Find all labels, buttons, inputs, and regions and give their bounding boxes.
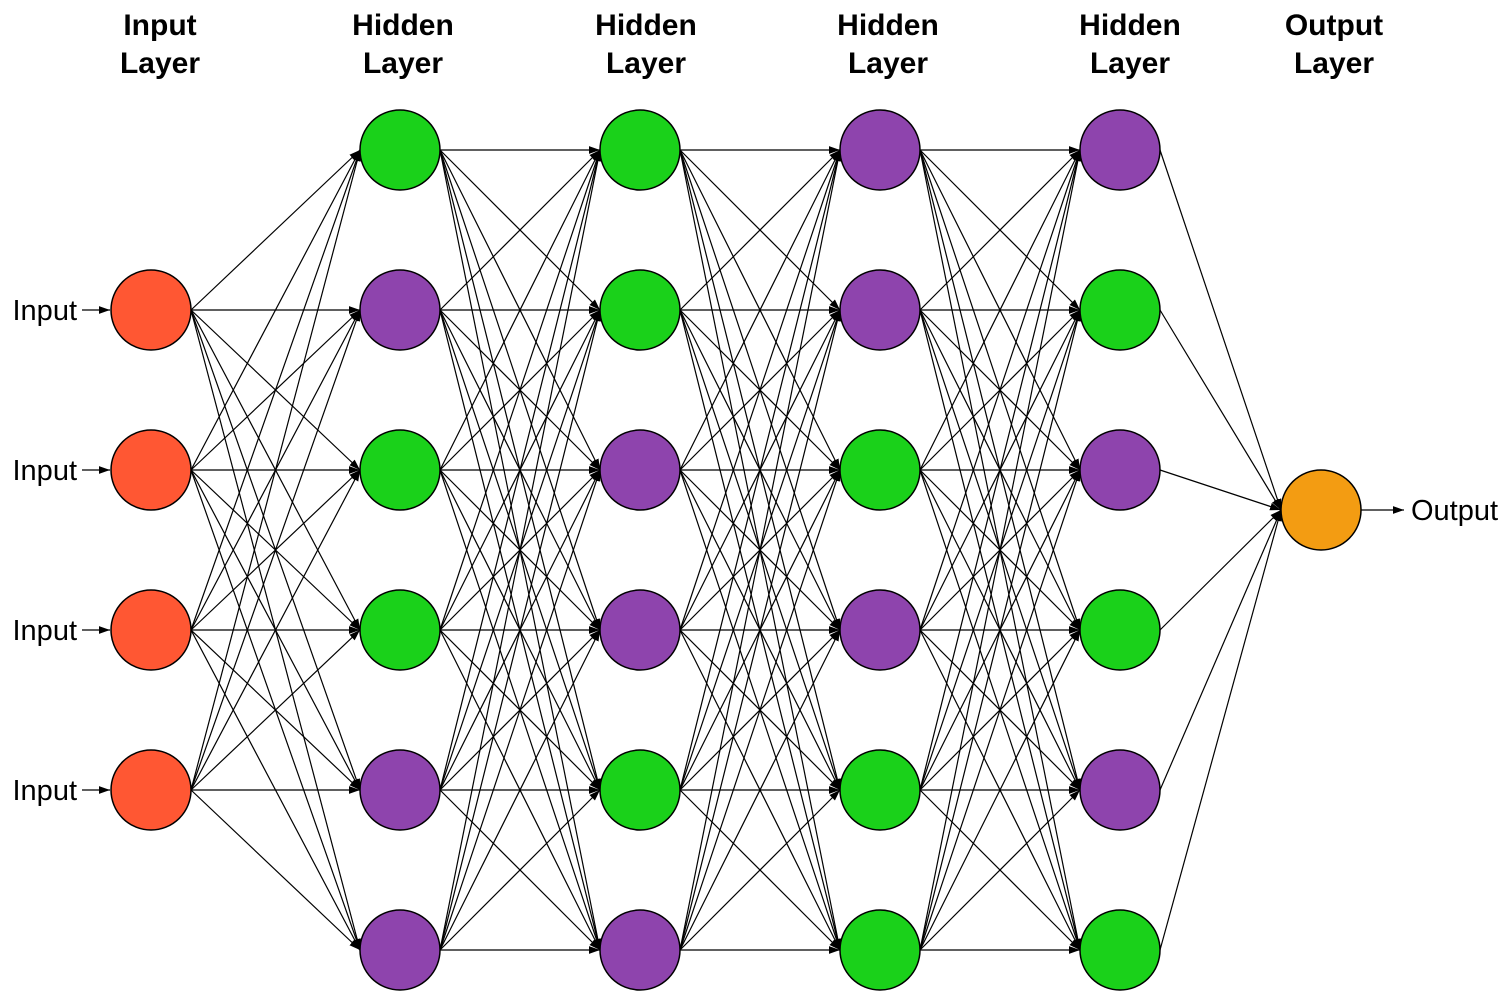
edge-hidden3-to-hidden4 xyxy=(919,149,1082,951)
edge-hidden4-to-output xyxy=(1159,509,1282,631)
hidden2-node xyxy=(599,909,681,991)
hidden3-node xyxy=(839,269,921,351)
edge-hidden2-to-hidden3 xyxy=(679,149,842,951)
edge-hidden1-to-hidden2 xyxy=(439,309,602,951)
edge-input-to-hidden1 xyxy=(190,149,361,791)
input-node xyxy=(110,749,192,831)
input-node xyxy=(110,589,192,671)
input-node xyxy=(110,429,192,511)
input-label: Input xyxy=(13,775,78,807)
edge-hidden2-to-hidden3 xyxy=(679,149,842,791)
edge-hidden3-to-hidden4 xyxy=(919,789,1081,951)
edge-hidden2-to-hidden3 xyxy=(679,149,841,631)
edge-hidden3-to-hidden4 xyxy=(919,309,1082,951)
edge-input-to-hidden1 xyxy=(190,629,361,791)
edge-input-to-hidden1 xyxy=(190,149,361,471)
edge-hidden3-to-hidden4 xyxy=(919,149,1082,791)
edge-hidden4-to-output xyxy=(1159,149,1282,511)
edge-hidden3-to-hidden4 xyxy=(919,629,1081,951)
edge-input-to-hidden1 xyxy=(190,789,361,951)
edge-hidden1-to-hidden2 xyxy=(439,629,601,951)
hidden2-node xyxy=(599,589,681,671)
edge-hidden2-to-hidden3 xyxy=(679,149,841,311)
hidden4-node xyxy=(1079,429,1161,511)
edge-hidden1-to-hidden2 xyxy=(439,149,602,791)
hidden1-node xyxy=(359,909,441,991)
hidden1-node xyxy=(359,109,441,191)
edge-hidden4-to-output xyxy=(1159,509,1282,791)
hidden3-node xyxy=(839,589,921,671)
hidden3-node xyxy=(839,909,921,991)
edge-hidden1-to-hidden2 xyxy=(439,149,602,951)
edge-hidden4-to-output xyxy=(1159,309,1282,511)
edge-hidden4-to-output xyxy=(1159,469,1282,511)
edge-hidden1-to-hidden2 xyxy=(439,149,601,631)
hidden4-node xyxy=(1079,269,1161,351)
hidden1-node xyxy=(359,269,441,351)
hidden2-node xyxy=(599,429,681,511)
input-label: Input xyxy=(13,455,78,487)
edge-hidden3-to-hidden4 xyxy=(919,149,1081,311)
edge-hidden2-to-hidden3 xyxy=(679,309,842,951)
edge-hidden3-to-hidden4 xyxy=(919,149,1081,631)
hidden4-node xyxy=(1079,109,1161,191)
edge-hidden3-to-hidden4 xyxy=(919,149,1081,471)
edge-hidden4-to-output xyxy=(1159,509,1282,951)
hidden3-node xyxy=(839,429,921,511)
output-node xyxy=(1280,469,1362,551)
hidden2-node xyxy=(599,109,681,191)
edge-hidden2-to-hidden3 xyxy=(679,629,841,951)
input-node xyxy=(110,269,192,351)
input-label: Input xyxy=(13,295,78,327)
hidden1-node xyxy=(359,749,441,831)
nodes-group xyxy=(110,109,1362,991)
output-label: Output xyxy=(1411,495,1498,527)
edge-hidden1-to-hidden2 xyxy=(439,789,601,951)
edge-hidden2-to-hidden3 xyxy=(679,149,841,471)
hidden1-node xyxy=(359,429,441,511)
edge-hidden3-to-hidden4 xyxy=(919,469,1081,951)
hidden4-node xyxy=(1079,589,1161,671)
edge-input-to-hidden1 xyxy=(190,469,361,791)
edge-input-to-hidden1 xyxy=(190,149,361,311)
hidden4-node xyxy=(1079,749,1161,831)
edge-input-to-hidden1 xyxy=(190,309,361,791)
hidden3-node xyxy=(839,109,921,191)
edges-group xyxy=(190,146,1282,954)
hidden3-node xyxy=(839,749,921,831)
hidden2-node xyxy=(599,269,681,351)
hidden2-node xyxy=(599,749,681,831)
input-label: Input xyxy=(13,615,78,647)
edge-hidden2-to-hidden3 xyxy=(679,789,841,951)
edge-hidden2-to-hidden3 xyxy=(679,469,841,951)
edge-hidden1-to-hidden2 xyxy=(439,149,601,311)
hidden1-node xyxy=(359,589,441,671)
edge-hidden1-to-hidden2 xyxy=(439,469,601,951)
hidden4-node xyxy=(1079,909,1161,991)
edge-input-to-hidden1 xyxy=(190,149,361,631)
edge-hidden1-to-hidden2 xyxy=(439,149,601,471)
